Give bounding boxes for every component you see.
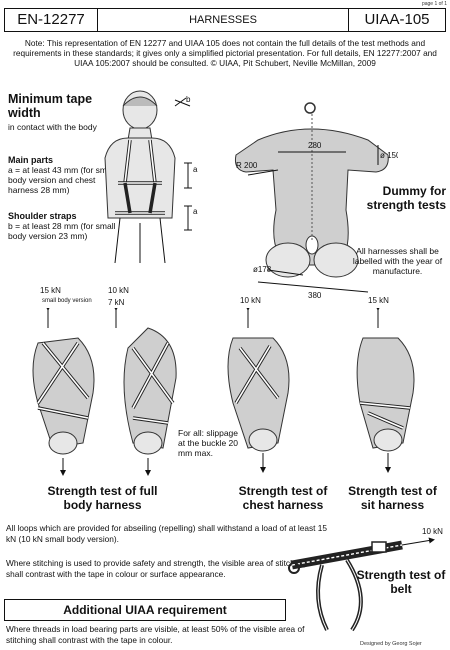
designer-credit: Designed by Georg Sojer <box>360 641 422 647</box>
abseil-loops-text: All loops which are provided for abseili… <box>6 523 327 544</box>
additional-requirement-heading: Additional UIAA requirement <box>4 599 286 621</box>
shoulder-straps-text: b = at least 28 mm (for small body versi… <box>8 221 116 241</box>
shoulder-straps-heading: Shoulder straps <box>8 211 77 221</box>
caption-full-body: Strength test of full body harness <box>47 484 158 512</box>
slippage-note: For all: slippage at the buckle 20 mm ma… <box>178 428 239 458</box>
dim-r200: R 200 <box>236 161 258 170</box>
belt-illustration: 10 kN <box>288 527 443 632</box>
standard-uiaa-label: UIAA-105 <box>364 11 430 28</box>
main-parts-text: a = at least 43 mm (for small body versi… <box>8 165 116 195</box>
chest-load-small-alt: 7 kN <box>108 298 125 307</box>
standard-en-label: EN-12277 <box>5 9 98 31</box>
dim-b-label: b <box>186 95 191 104</box>
stitching-text: Where stitching is used to provide safet… <box>6 558 306 579</box>
dim-a-label-1: a <box>193 165 198 174</box>
belt-load-label: 10 kN <box>422 527 443 536</box>
full-load-main: 15 kN <box>40 286 61 295</box>
dim-380: 380 <box>308 291 322 300</box>
chest-load: 10 kN <box>240 296 261 305</box>
disclaimer-note: Note: This representation of EN 12277 an… <box>13 38 437 69</box>
caption-belt: Strength test of belt <box>356 568 446 596</box>
dummy-title: Dummy for strength tests <box>366 184 446 212</box>
header-bar: EN-12277 HARNESSES UIAA-105 <box>4 8 446 32</box>
dim-a-label-2: a <box>193 207 198 216</box>
test-dummy-illustration: 280 ø 150 R 200 ø178 380 <box>235 102 398 300</box>
caption-chest: Strength test of chest harness <box>238 484 328 512</box>
dim-150: ø 150 <box>380 151 398 160</box>
main-parts-heading: Main parts <box>8 155 54 165</box>
tape-width-subtitle: in contact with the body <box>8 122 97 132</box>
page-number: page 1 of 1 <box>421 1 447 7</box>
tape-width-title: Minimum tape width <box>8 92 93 120</box>
dim-280: 280 <box>308 141 322 150</box>
additional-requirement-text: Where threads in load bearing parts are … <box>6 624 305 645</box>
dim-178: ø178 <box>253 265 272 274</box>
sit-load: 15 kN <box>368 296 389 305</box>
strength-test-figures <box>32 308 415 476</box>
small-body-note: small body version <box>42 298 92 304</box>
harness-wearer-illustration: b a a <box>104 90 198 264</box>
page-title: HARNESSES <box>98 9 349 31</box>
labelling-note: All harnesses shall be labelled with the… <box>352 246 443 276</box>
full-load-small: 10 kN <box>108 286 129 295</box>
caption-sit: Strength test of sit harness <box>348 484 437 512</box>
